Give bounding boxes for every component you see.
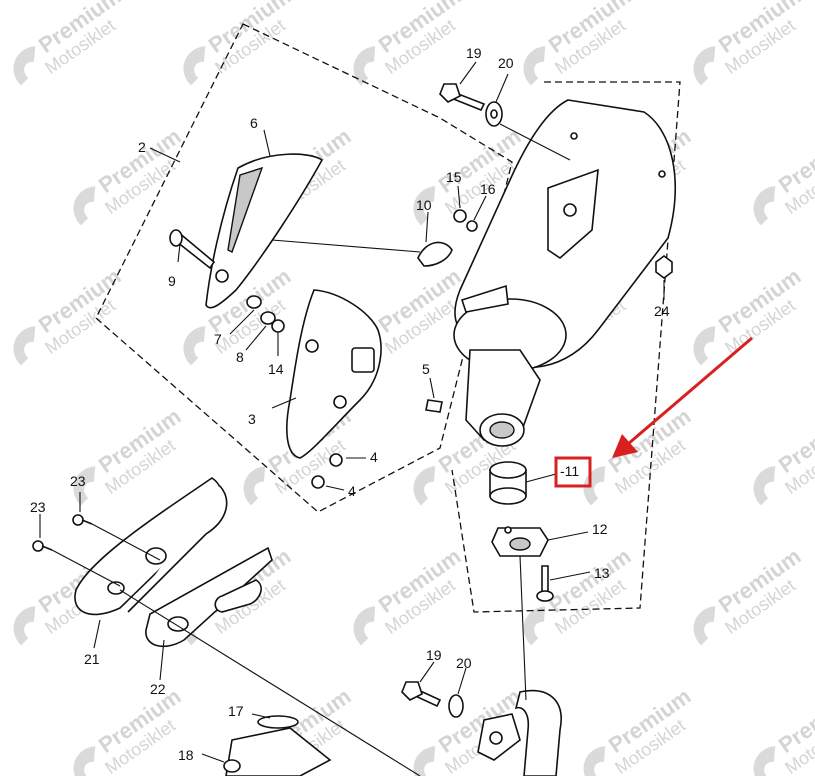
label-3: 3 [248, 411, 256, 427]
label-20b: 20 [456, 655, 472, 671]
label-19a: 19 [466, 45, 482, 61]
label-17: 17 [228, 703, 244, 719]
heat-shield-plate [286, 289, 382, 459]
gasket-11 [489, 461, 527, 505]
plate-22 [145, 546, 273, 648]
fastener-set-left [169, 229, 443, 489]
washer-15 [453, 209, 467, 223]
bolt-13 [536, 565, 554, 602]
watermark-logo-icon [13, 326, 36, 366]
label-24: 24 [654, 303, 670, 319]
watermark-logo-icon [13, 46, 36, 86]
watermark-logo-icon [183, 46, 206, 86]
watermark-logo-icon [353, 46, 376, 86]
highlight-box [554, 456, 592, 488]
label-4a: 4 [370, 449, 378, 465]
leader-lines [39, 61, 665, 776]
clamp-12 [491, 526, 549, 557]
label-22: 22 [150, 681, 166, 697]
group-boundary-2 [95, 23, 513, 513]
label-20a: 20 [498, 55, 514, 71]
watermark-logo-icon [693, 326, 716, 366]
watermark-logo-icon [13, 606, 36, 646]
label-9: 9 [168, 273, 176, 289]
label-13: 13 [594, 565, 610, 581]
label-16: 16 [480, 181, 496, 197]
watermark-logo-icon [693, 46, 716, 86]
label-8: 8 [236, 349, 244, 365]
highlight-arrow [612, 336, 753, 458]
bottom-hardware [223, 681, 562, 776]
muffler-assembly [453, 99, 676, 447]
heat-shield-cover [205, 153, 324, 309]
watermark-logo-icon [753, 466, 776, 506]
watermark-logo-icon [693, 606, 716, 646]
label-6: 6 [250, 115, 258, 131]
label-2: 2 [138, 139, 146, 155]
label-23a: 23 [70, 473, 86, 489]
protector-21 [74, 477, 228, 616]
watermark-logo-icon [243, 466, 266, 506]
label-18: 18 [178, 747, 194, 763]
nut-24 [655, 255, 673, 279]
label-4b: 4 [348, 483, 356, 499]
part-labels: 2 3 4 4 5 6 7 8 9 10 -11 12 13 14 15 16 … [30, 45, 670, 763]
label-12: 12 [592, 521, 608, 537]
label-23b: 23 [30, 499, 46, 515]
watermark-logo-icon [753, 186, 776, 226]
watermark-logo-icon [523, 46, 546, 86]
label-11: -11 [560, 463, 579, 479]
watermark-logo-icon [413, 186, 436, 226]
label-15: 15 [446, 169, 462, 185]
nut-16 [466, 220, 478, 232]
label-7: 7 [214, 331, 222, 347]
watermark-logo-icon [413, 466, 436, 506]
group-boundary-muffler [451, 81, 681, 613]
label-19b: 19 [426, 647, 442, 663]
watermark-logo-icon [523, 606, 546, 646]
label-14: 14 [268, 361, 284, 377]
bracket-10 [417, 241, 453, 267]
bolts-23 [32, 514, 93, 552]
watermark-logo-icon [183, 326, 206, 366]
watermark-logo-icon [73, 466, 96, 506]
watermark-logo-icon [353, 606, 376, 646]
watermark-logo-icon [73, 186, 96, 226]
bolt-washer-top [439, 83, 503, 127]
label-5: 5 [422, 361, 430, 377]
label-10: 10 [416, 197, 432, 213]
label-21: 21 [84, 651, 100, 667]
